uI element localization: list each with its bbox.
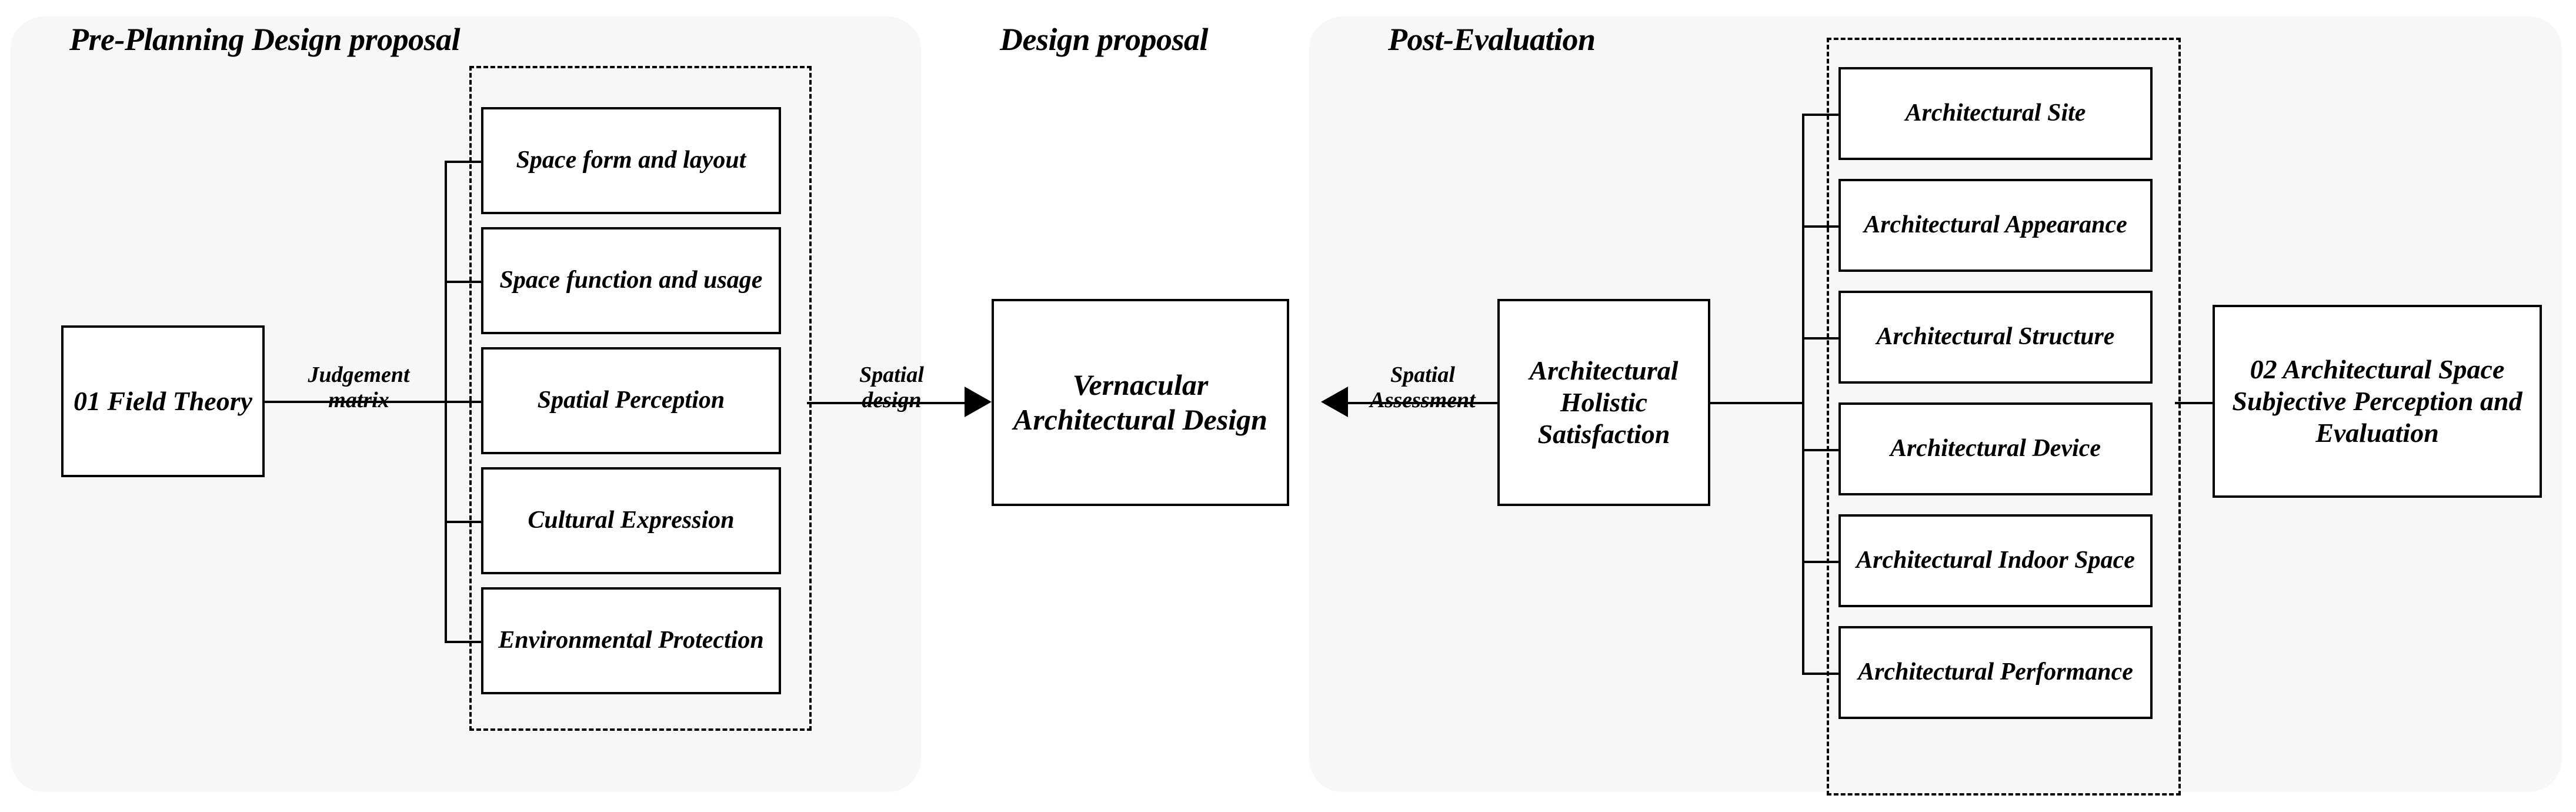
node-evaluation-architectural-performance[interactable]: Architectural Performance: [1838, 626, 2153, 719]
arrow-spatial-design-line: [807, 402, 965, 404]
edge-label-judgement-matrix: Judgement matrix: [308, 362, 410, 413]
node-criterion-cultural-expression[interactable]: Cultural Expression: [481, 467, 781, 574]
section-title-design-proposal: Design proposal: [1000, 22, 1209, 57]
connector-criteria-branch-2: [445, 281, 482, 283]
connector-criteria-branch-5: [445, 641, 482, 643]
connector-evaluation-branch-3: [1802, 337, 1841, 340]
node-evaluation-architectural-appearance[interactable]: Architectural Appearance: [1838, 179, 2153, 272]
node-criterion-space-function-and-usage[interactable]: Space function and usage: [481, 227, 781, 334]
node-architectural-space-subjective-perception-and-evaluation[interactable]: 02 Architectural Space Subjective Percep…: [2213, 305, 2542, 498]
node-field-theory[interactable]: 01 Field Theory: [61, 325, 265, 477]
node-evaluation-architectural-device[interactable]: Architectural Device: [1838, 402, 2153, 495]
connector-evaluation-branch-1: [1802, 114, 1841, 116]
node-vernacular-architectural-design[interactable]: Vernacular Architectural Design: [992, 299, 1289, 506]
connector-satisfaction-stem: [1709, 402, 1804, 404]
connector-criteria-branch-4: [445, 521, 482, 523]
node-evaluation-architectural-indoor-space[interactable]: Architectural Indoor Space: [1838, 514, 2153, 607]
connector-evaluation-branch-4: [1802, 449, 1841, 451]
connector-evaluation-branch-5: [1802, 561, 1841, 563]
node-evaluation-architectural-site[interactable]: Architectural Site: [1838, 67, 2153, 160]
node-criterion-spatial-perception[interactable]: Spatial Perception: [481, 347, 781, 454]
node-criterion-environmental-protection[interactable]: Environmental Protection: [481, 587, 781, 694]
node-architectural-holistic-satisfaction[interactable]: Architectural Holistic Satisfaction: [1497, 299, 1710, 506]
connector-outcome-stem: [2175, 402, 2214, 404]
node-evaluation-architectural-structure[interactable]: Architectural Structure: [1838, 291, 2153, 384]
connector-evaluation-branch-2: [1802, 225, 1841, 228]
arrow-spatial-design-head-icon: [965, 387, 992, 417]
connector-criteria-branch-1: [445, 161, 482, 163]
dashed-group-evaluation-items: [1827, 38, 2181, 796]
dashed-group-criteria: [469, 66, 812, 731]
connector-criteria-branch-3: [445, 401, 482, 403]
arrow-spatial-assessment-head-icon: [1321, 387, 1348, 417]
edge-label-spatial-design: Spatial design: [859, 362, 924, 413]
connector-evaluation-branch-6: [1802, 673, 1841, 675]
connector-field-theory-stem: [265, 401, 446, 403]
edge-label-spatial-assessment: Spatial Assessment: [1370, 362, 1476, 413]
section-title-post-evaluation: Post-Evaluation: [1388, 22, 1596, 57]
section-title-pre-planning: Pre-Planning Design proposal: [69, 22, 461, 57]
node-criterion-space-form-and-layout[interactable]: Space form and layout: [481, 107, 781, 214]
connector-evaluation-spine: [1802, 114, 1804, 674]
arrow-spatial-assessment-line: [1348, 402, 1497, 404]
